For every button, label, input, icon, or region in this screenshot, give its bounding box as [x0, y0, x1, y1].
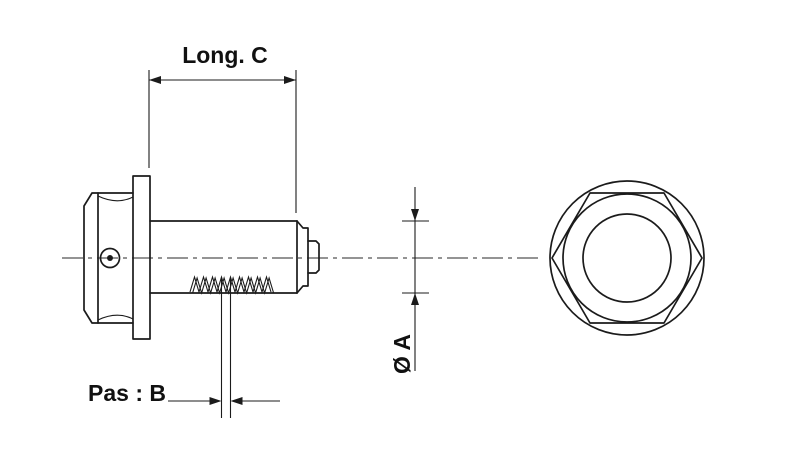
hex-head-hexagon [551, 192, 703, 324]
bolt-side-view [62, 175, 540, 340]
thread-profile-zigzag-shadow [192, 276, 275, 295]
diameter-arrow-top [411, 209, 419, 221]
hex-head-top-chamfer-arc [97, 195, 134, 202]
tip-reduced-section [296, 220, 309, 294]
dimension-length-c: Long. C [148, 42, 297, 213]
hex-inscribed-circle [562, 193, 692, 323]
flange-outline [132, 175, 151, 340]
flange-outer-circle [549, 180, 705, 336]
head-hole-circle [99, 247, 121, 269]
bolt-end-view [549, 180, 705, 336]
diameter-arrow-bottom [411, 293, 419, 305]
length-arrow-right [284, 76, 296, 84]
dimension-pitch-b: Pas : B [88, 278, 280, 418]
dimension-label-diameter: Ø A [389, 334, 415, 374]
dimension-label-length: Long. C [182, 42, 268, 68]
shank-circle [582, 213, 672, 303]
dimension-label-pitch: Pas : B [88, 380, 166, 406]
length-arrow-left [149, 76, 161, 84]
thread-profile-zigzag [189, 275, 272, 294]
pitch-arrow-left [209, 397, 222, 405]
dimension-diameter-a: Ø A [389, 187, 429, 374]
hex-head-bottom-chamfer-arc [97, 314, 134, 321]
pitch-arrow-right [230, 397, 243, 405]
tip-nub [307, 240, 320, 274]
head-hole-center-dot [107, 255, 113, 261]
